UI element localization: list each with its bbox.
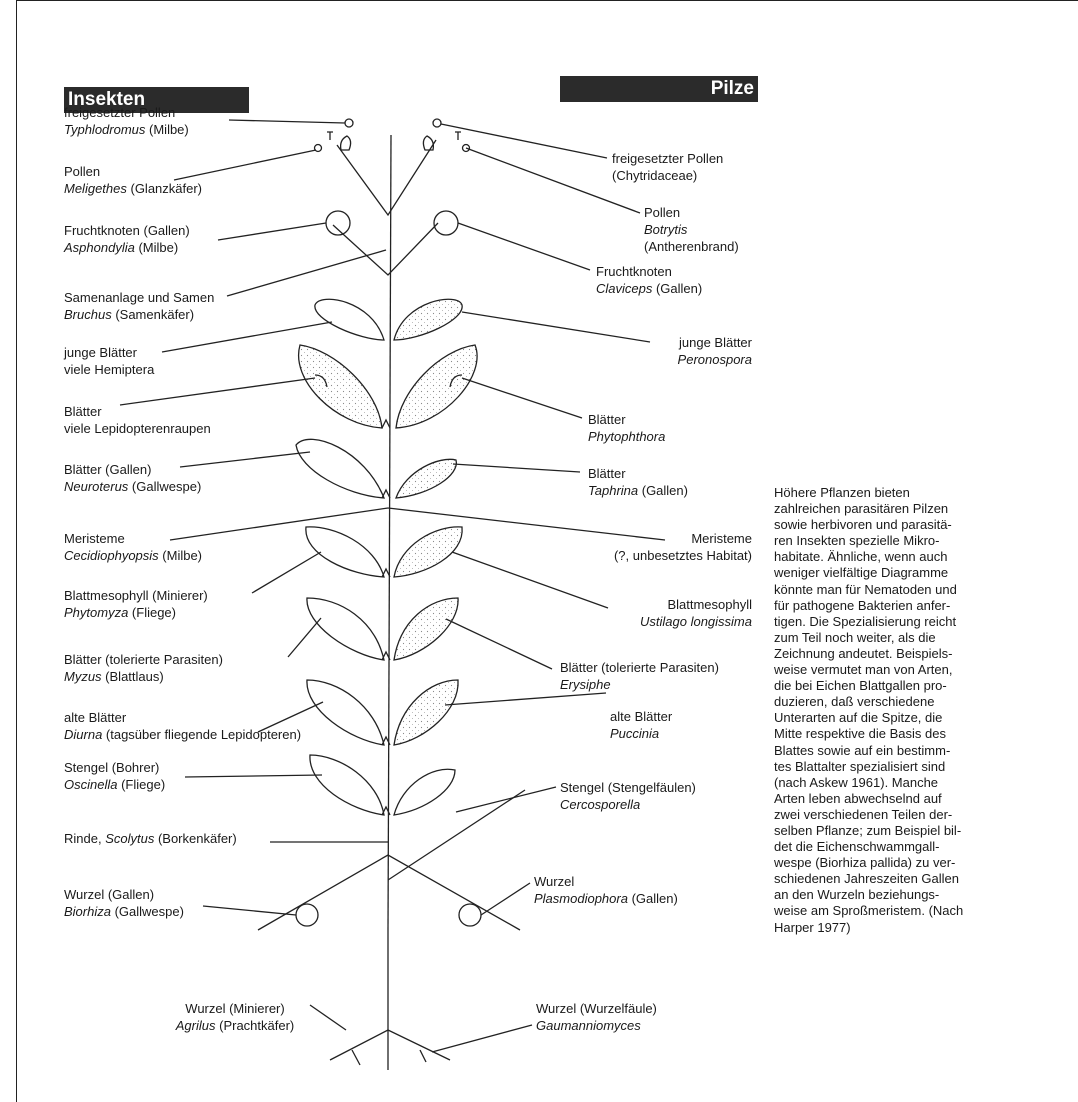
ovary-left-circle (325, 210, 351, 236)
pollen-grain-left (313, 143, 323, 153)
root-gall-right (458, 903, 482, 927)
gall-leaf-right (395, 458, 457, 499)
pollen-left-circle (344, 118, 354, 128)
young-leaf-right (393, 298, 463, 341)
stamen-left (327, 131, 333, 140)
figure-caption: Höhere Pflanzen bieten zahlreichen paras… (774, 485, 964, 935)
stem-leaf-right (393, 768, 456, 816)
label-right-tolerated: Blätter (tolerierte Parasiten)Erysiphe (560, 660, 719, 692)
label-right-pollen-released: freigesetzter Pollen(Chytridaceae) (612, 151, 724, 183)
header-fungi: Pilze (560, 76, 758, 102)
tolerated-leaf-left (306, 597, 385, 661)
label-right-root-rot: Wurzel (Wurzelfäule)Gaumanniomyces (536, 1001, 657, 1033)
stamen-right (455, 131, 461, 140)
old-leaf-right (393, 679, 459, 746)
pollen-branch (336, 139, 437, 217)
label-left-root-gall: Wurzel (Gallen)Biorhiza (Gallwespe) (64, 887, 184, 919)
leaf-left-mine (314, 374, 328, 388)
page-border-top (16, 0, 1078, 1)
label-left-gall-leaves: Blätter (Gallen)Neuroterus (Gallwespe) (64, 462, 202, 494)
anther-left (339, 135, 352, 151)
label-left-mesophyll: Blattmesophyll (Minierer)Phytomyza (Flie… (64, 588, 208, 620)
anther-right (422, 135, 435, 151)
tolerated-leaf-right (393, 597, 459, 661)
leaf-left (297, 344, 383, 429)
label-left-stem: Stengel (Bohrer)Oscinella (Fliege) (64, 760, 166, 792)
root-gall-left (295, 903, 319, 927)
ovary-branch (332, 222, 439, 276)
label-right-stem: Stengel (Stengelfäulen)Cercosporella (560, 780, 696, 812)
leaf-right (395, 344, 478, 429)
label-right-meristem: Meristeme(?, unbesetztes Habitat) (613, 531, 752, 563)
stem-leaf-left (309, 754, 385, 816)
label-left-tolerated: Blätter (tolerierte Parasiten)Myzus (Bla… (64, 652, 223, 684)
root-lower (329, 1029, 451, 1061)
pollen-right-circle (432, 118, 442, 128)
young-leaf-left (314, 298, 385, 341)
gall-leaf-left (295, 438, 385, 499)
page-border-left (16, 0, 17, 1102)
old-leaf-left (306, 679, 385, 746)
label-left-root-miner: Wurzel (Minierer)Agrilus (Prachtkäfer) (175, 1001, 295, 1033)
main-stem (387, 134, 392, 931)
header-insects: Insekten (64, 87, 249, 113)
label-left-ovary: Fruchtknoten (Gallen)Asphondylia (Milbe) (64, 223, 190, 255)
leaf-right-mine (449, 374, 463, 388)
label-left-bark: Rinde, Scolytus (Borkenkäfer) (64, 831, 237, 846)
pollen-grain-right (461, 143, 471, 153)
mesophyll-leaf-right (393, 526, 463, 578)
mesophyll-leaf-left (305, 526, 385, 578)
